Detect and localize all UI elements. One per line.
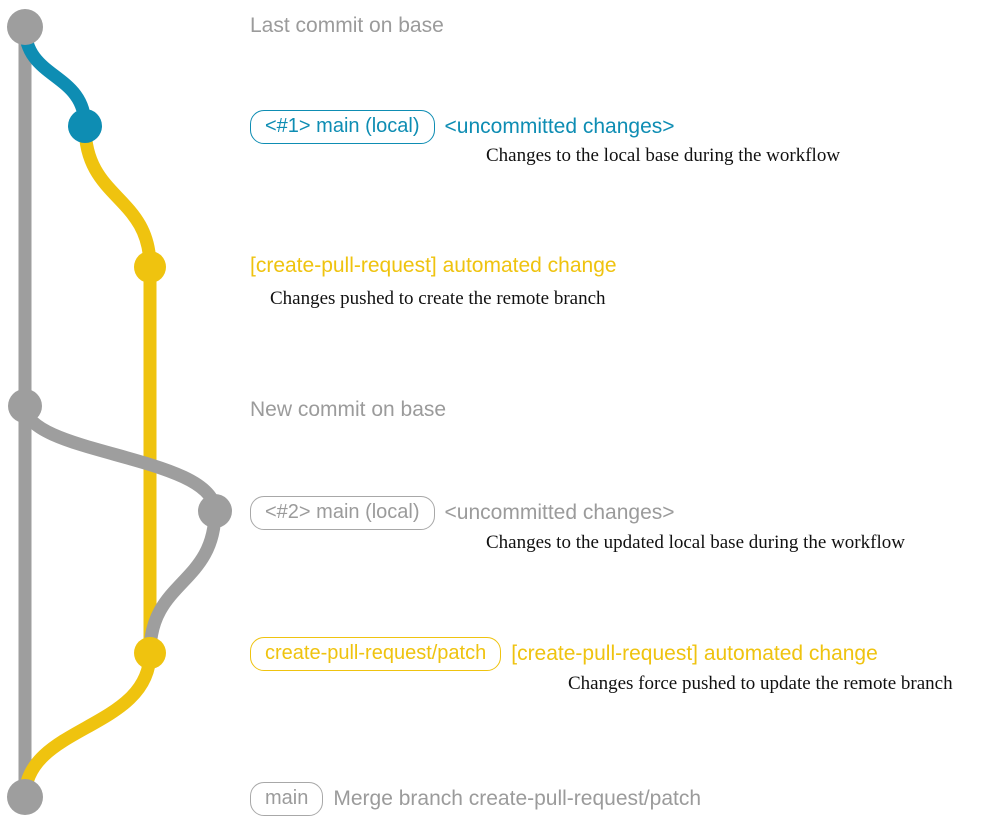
commit-node-base-2[interactable] (8, 389, 42, 423)
commit-message-patch-1: [create-pull-request] automated change (250, 254, 617, 277)
patch-merge-line (18, 646, 157, 804)
commit-message-new-commit: New commit on base (250, 398, 447, 421)
commit-node-base-1[interactable] (7, 9, 43, 45)
ref-label-local-2[interactable]: <#2> main (local) (250, 496, 435, 530)
patch-branch-line-upper (78, 119, 157, 660)
commit-message-local-2: <uncommitted changes> (444, 501, 675, 524)
commit-message-patch-2: [create-pull-request] automated change (511, 642, 878, 665)
commit-row-patch-2: create-pull-request/patch [create-pull-r… (250, 637, 878, 671)
commit-node-patch-1[interactable] (134, 251, 166, 283)
commit-row-local-1: <#1> main (local) <uncommitted changes> (250, 110, 675, 144)
ref-label-patch-2[interactable]: create-pull-request/patch (250, 637, 502, 671)
commit-message-local-1: <uncommitted changes> (444, 115, 675, 138)
commit-node-local-1[interactable] (68, 109, 102, 143)
updated-local-branch-line (18, 399, 222, 518)
updated-local-to-patch-line (143, 504, 222, 660)
commit-message-last-commit: Last commit on base (250, 14, 444, 37)
ref-label-main[interactable]: main (250, 782, 324, 816)
ref-label-local-1[interactable]: <#1> main (local) (250, 110, 435, 144)
commit-node-patch-2[interactable] (134, 637, 166, 669)
commit-node-base-3[interactable] (7, 779, 43, 815)
commit-subtext-local-2: Changes to the updated local base during… (486, 532, 905, 553)
commit-row-local-2: <#2> main (local) <uncommitted changes> (250, 496, 675, 530)
commit-row-merge: main Merge branch create-pull-request/pa… (250, 782, 701, 816)
commit-subtext-patch-1: Changes pushed to create the remote bran… (270, 288, 606, 309)
commit-message-merge: Merge branch create-pull-request/patch (333, 787, 702, 810)
commit-subtext-local-1: Changes to the local base during the wor… (486, 145, 841, 166)
commit-subtext-patch-2: Changes force pushed to update the remot… (568, 673, 953, 694)
commit-node-local-2[interactable] (198, 494, 232, 528)
